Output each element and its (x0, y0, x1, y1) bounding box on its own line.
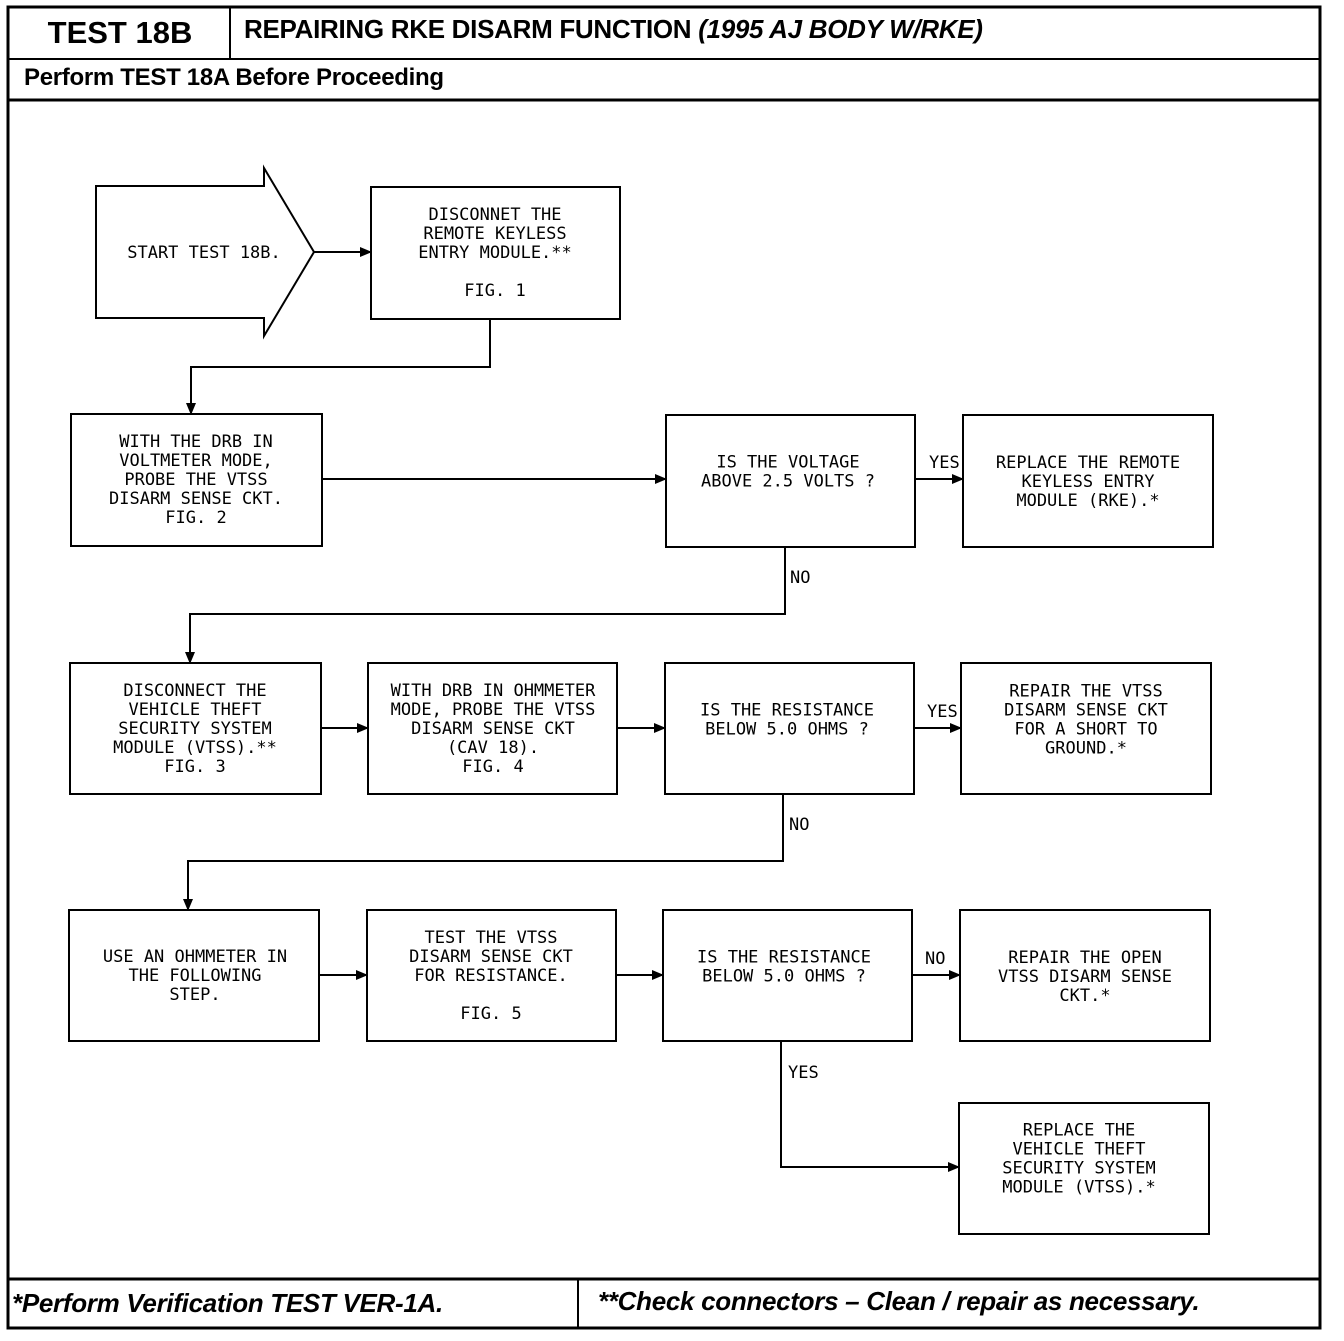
node-text-line: THE FOLLOWING (128, 966, 261, 986)
edge-label-resistance2-no: NO (925, 949, 945, 969)
node-text-line: DISARM SENSE CKT (411, 719, 575, 739)
node-text-line: START TEST 18B. (127, 243, 281, 263)
node-text-line: VEHICLE THEFT (1012, 1140, 1145, 1160)
node-text-line: WITH DRB IN OHMMETER (391, 681, 596, 701)
node-text-line: DISCONNET THE (428, 205, 561, 225)
test-id-label: TEST 18B (47, 15, 193, 50)
edge-resistance1-no (183, 794, 784, 911)
node-text-line: DISARM SENSE CKT (409, 947, 573, 967)
edge-label-resistance2-yes: YES (788, 1063, 819, 1083)
prerequisite-note: Perform TEST 18A Before Proceeding (24, 64, 444, 91)
node-text-line: IS THE RESISTANCE (700, 701, 874, 721)
edge-resistance2-yes (780, 1041, 960, 1172)
start-text: START TEST 18B. (127, 243, 281, 263)
node-text-line: BELOW 5.0 OHMS ? (705, 720, 869, 740)
title-text: REPAIRING RKE DISARM FUNCTION (244, 14, 692, 44)
node-text-line: REPAIR THE VTSS (1009, 682, 1163, 702)
node-text-line: REPLACE THE (1023, 1121, 1136, 1141)
node-text-line: MODULE (VTSS).* (1002, 1178, 1156, 1198)
node-text-line: DISARM SENSE CKT. (109, 489, 283, 509)
node-text-line: ABOVE 2.5 VOLTS ? (701, 472, 875, 492)
node-text-line: CKT.* (1059, 986, 1110, 1006)
node-text-line: USE AN OHMMETER IN (103, 947, 287, 967)
node-text-line: REPAIR THE OPEN (1008, 948, 1162, 968)
node-text-line: FOR RESISTANCE. (414, 966, 568, 986)
node-text-line: FIG. 3 (164, 757, 225, 777)
footer-note-verification: *Perform Verification TEST VER-1A. (12, 1288, 443, 1318)
node-text-line: (CAV 18). (447, 738, 539, 758)
node-text-line: DISCONNECT THE (123, 681, 266, 701)
node-text-line: STEP. (169, 985, 220, 1005)
node-text-line: IS THE VOLTAGE (716, 453, 859, 473)
edge-label-voltage-yes: YES (929, 453, 960, 473)
footer-note-connectors: **Check connectors – Clean / repair as n… (598, 1286, 1200, 1316)
page-title: REPAIRING RKE DISARM FUNCTION (1995 AJ B… (244, 14, 983, 45)
node-text-line: REPLACE THE REMOTE (996, 453, 1180, 473)
node-text-line: MODE, PROBE THE VTSS (391, 700, 596, 720)
node-text-line: SECURITY SYSTEM (1002, 1159, 1156, 1179)
edge-disconnect-rke-to-probe-voltage (186, 319, 491, 415)
node-text-line: REMOTE KEYLESS (423, 224, 566, 244)
edge-label-resistance1-no: NO (789, 815, 809, 835)
edge-label-resistance1-yes: YES (927, 702, 958, 722)
node-text-line: IS THE RESISTANCE (697, 948, 871, 968)
node-text-line: VEHICLE THEFT (128, 700, 261, 720)
node-text-line: PROBE THE VTSS (124, 470, 267, 490)
edge-label-voltage-no: NO (790, 568, 810, 588)
node-text-line: FIG. 4 (462, 757, 523, 777)
node-text-line: TEST THE VTSS (424, 928, 557, 948)
node-text-line: KEYLESS ENTRY (1021, 472, 1154, 492)
node-text-line: VTSS DISARM SENSE (998, 967, 1172, 987)
title-qualifier: (1995 AJ BODY W/RKE) (698, 14, 983, 44)
node-text-line: FIG. 2 (165, 508, 226, 528)
node-text-line: VOLTMETER MODE, (119, 451, 273, 471)
node-text-line: SECURITY SYSTEM (118, 719, 272, 739)
outer-frame (6, 5, 1322, 1330)
node-text-line: FOR A SHORT TO (1014, 720, 1157, 740)
node-text-line: FIG. 1 (464, 281, 525, 301)
start-arrow-shape (95, 164, 316, 340)
node-text-line: WITH THE DRB IN (119, 432, 273, 452)
edge-voltage-no (185, 547, 786, 664)
node-text-line: BELOW 5.0 OHMS ? (702, 967, 866, 987)
node-text-line: MODULE (VTSS).** (113, 738, 277, 758)
node-text-line: MODULE (RKE).* (1016, 491, 1159, 511)
node-text-line: DISARM SENSE CKT (1004, 701, 1168, 721)
node-text-line: GROUND.* (1045, 739, 1127, 759)
node-text-line: FIG. 5 (460, 1004, 521, 1024)
node-text-line: ENTRY MODULE.** (418, 243, 572, 263)
